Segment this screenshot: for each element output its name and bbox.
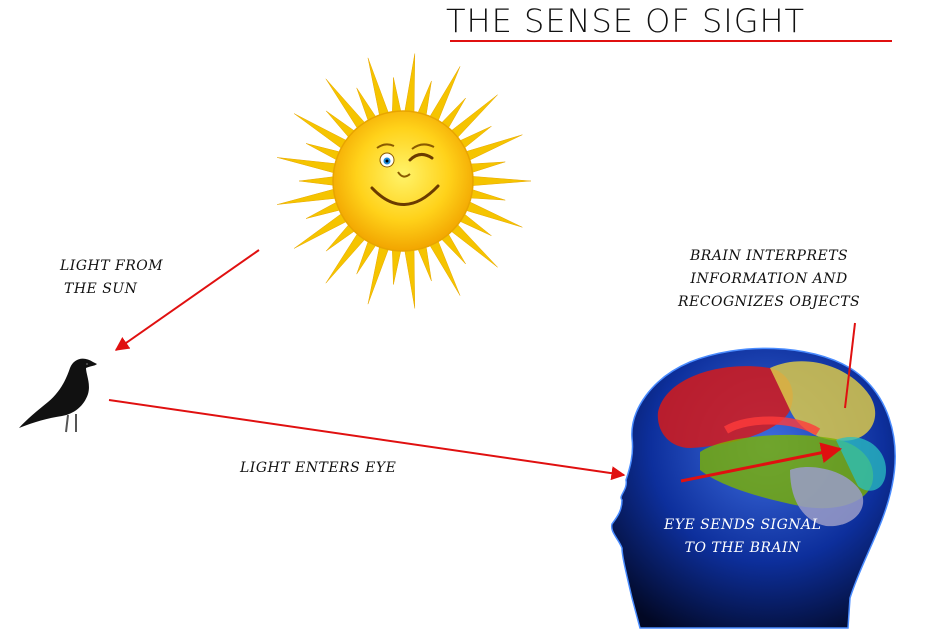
label-eye-sends-signal: EYE SENDS SIGNAL TO THE BRAIN bbox=[664, 514, 821, 560]
bird-icon bbox=[19, 358, 97, 433]
label-line: RECOGNIZES OBJECTS bbox=[678, 294, 861, 310]
label-light-from-sun: LIGHT FROM THE SUN bbox=[60, 255, 163, 301]
title-underline bbox=[450, 40, 892, 42]
label-line: TO THE BRAIN bbox=[684, 540, 801, 556]
label-line: THE SUN bbox=[64, 281, 138, 297]
pointer-brain-label bbox=[844, 322, 856, 409]
label-line: INFORMATION AND bbox=[690, 271, 848, 287]
sun-ray bbox=[403, 53, 416, 121]
arrow-sun-to-bird bbox=[114, 249, 260, 351]
label-line: LIGHT FROM bbox=[60, 258, 164, 274]
sun-ray bbox=[464, 175, 532, 187]
head-brain-icon bbox=[610, 347, 896, 629]
sun-icon bbox=[277, 53, 532, 309]
label-light-enters-eye: LIGHT ENTERS EYE bbox=[240, 460, 397, 476]
label-brain-interprets: BRAIN INTERPRETS INFORMATION AND RECOGNI… bbox=[678, 245, 860, 314]
label-line: EYE SENDS SIGNAL bbox=[664, 517, 822, 533]
sun-ray bbox=[403, 241, 416, 309]
arrow-bird-to-eye bbox=[108, 399, 626, 481]
arrow-eye-to-brain bbox=[680, 442, 843, 483]
label-line: BRAIN INTERPRETS bbox=[689, 248, 849, 264]
diagram-title: THE SENSE OF SIGHT bbox=[446, 2, 806, 40]
